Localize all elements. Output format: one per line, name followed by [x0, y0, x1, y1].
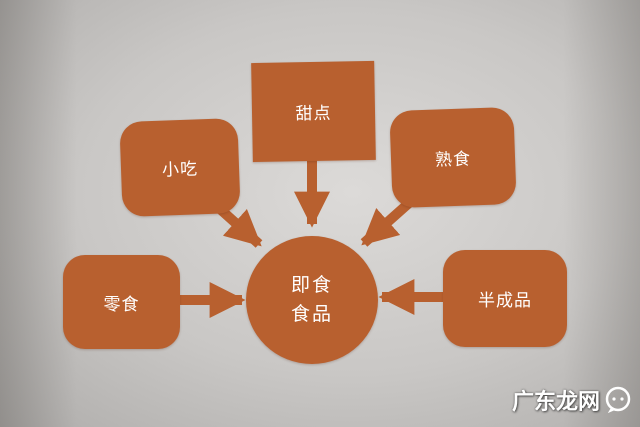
watermark-text: 广东龙网 [512, 390, 601, 415]
watermark: 广东龙网 [512, 384, 632, 416]
node-banchengpin: 半成品 [443, 250, 567, 347]
center-label-line2: 食品 [290, 303, 333, 325]
node-banchengpin-label: 半成品 [478, 291, 532, 311]
node-xiaochi: 小吃 [119, 117, 241, 218]
center-node: 即食 食品 [246, 236, 378, 364]
node-lingshi: 零食 [63, 255, 180, 349]
center-label-line1: 即食 [290, 274, 333, 296]
node-tiandian: 甜点 [251, 60, 376, 163]
node-shushi: 熟食 [389, 106, 517, 209]
node-xiaochi-label: 小吃 [161, 159, 199, 181]
node-tiandian-label: 甜点 [295, 103, 332, 125]
speech-bubble-icon [605, 386, 631, 414]
node-lingshi-label: 零食 [103, 294, 140, 315]
node-shushi-label: 熟食 [434, 149, 472, 171]
